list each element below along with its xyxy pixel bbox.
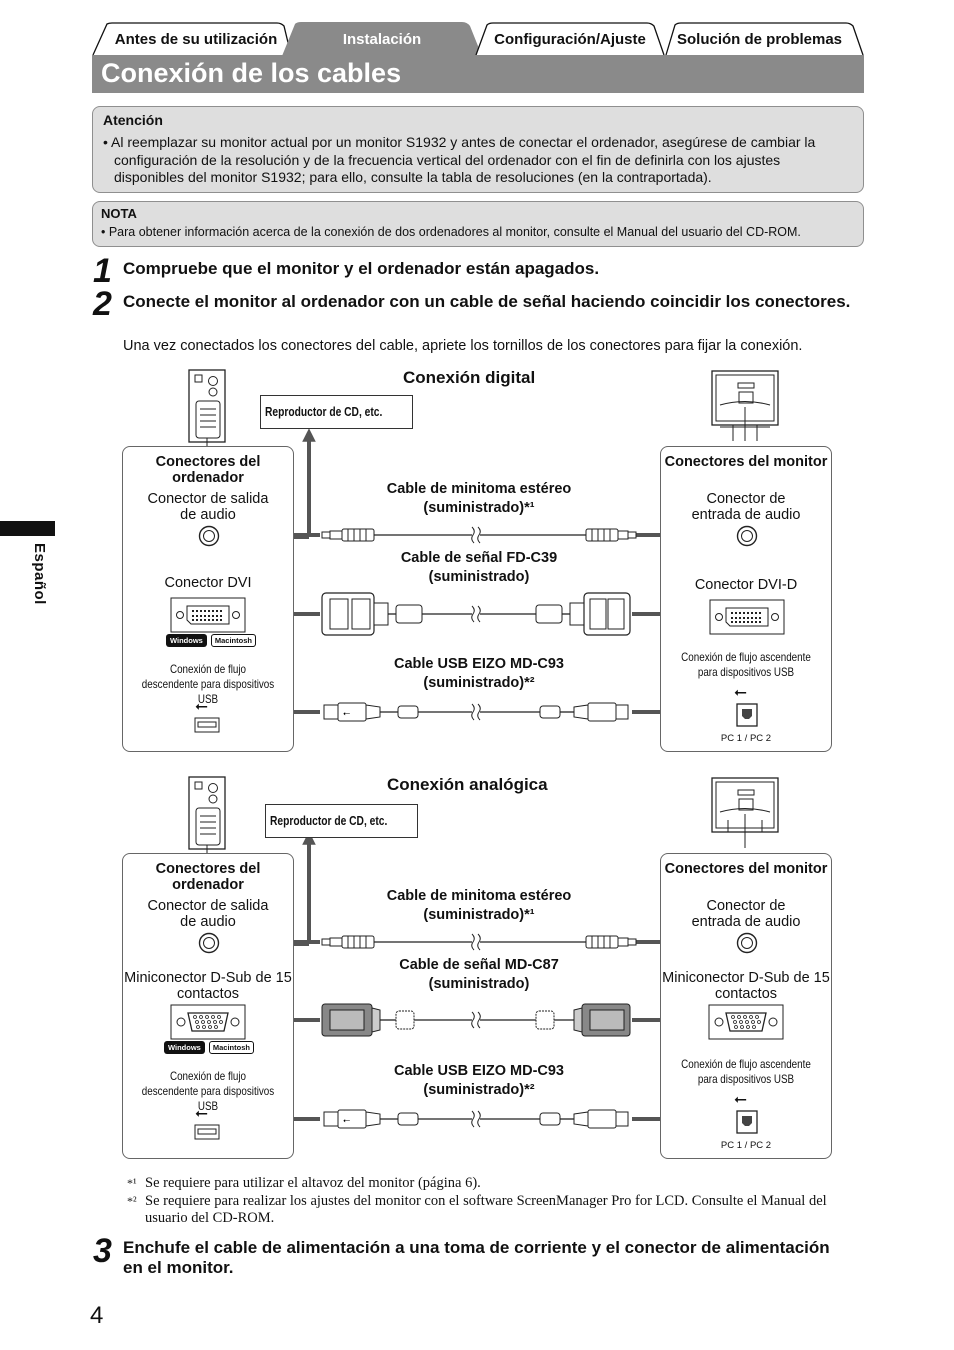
monitor-audio-label: Conector de entrada de audio <box>691 491 801 523</box>
page-number: 4 <box>90 1302 104 1329</box>
cd-player-label: Reproductor de CD, etc. <box>265 804 419 838</box>
language-label: Español <box>31 543 48 605</box>
dvi-cable-icon <box>267 592 687 636</box>
monitor-connectors-heading: Conectores del monitor <box>664 861 828 877</box>
usb-a-port-icon <box>194 717 220 733</box>
pc1-pc2-label: PC 1 / PC 2 <box>720 1140 772 1151</box>
audio-cable-icon <box>267 526 687 544</box>
pc-video-label: Miniconector D-Sub de 15 contactos <box>124 970 292 1002</box>
monitor-back-icon <box>711 370 779 441</box>
step-2-number: 2 <box>93 285 112 323</box>
usb-symbol-icon: ⭠ <box>734 684 747 701</box>
pc-tower-icon <box>188 369 226 449</box>
cd-player-label: Reproductor de CD, etc. <box>260 395 414 429</box>
digital-title: Conexión digital <box>403 368 536 387</box>
usb-cable-icon: ⭠ <box>267 702 687 722</box>
tab-antes[interactable]: Antes de su utilización <box>92 22 292 56</box>
step-1-number: 1 <box>93 252 112 290</box>
usb-cable-label: Cable USB EIZO MD-C93 (suministrado)*² <box>394 656 564 691</box>
audio-cable-label: Cable de minitoma estéreo (suministrado)… <box>386 888 572 923</box>
audio-jack-icon <box>198 525 220 547</box>
dsub-cable-label: Cable de señal MD-C87 (suministrado) <box>399 957 559 992</box>
usb-symbol-icon: ⭠ <box>195 1105 208 1122</box>
analog-title: Conexión analógica <box>387 775 548 794</box>
dsub-cable-icon <box>267 1003 687 1037</box>
tab-instalacion[interactable]: Instalación <box>282 22 482 56</box>
usb-b-port-icon <box>736 703 758 727</box>
tab-configuracion[interactable]: Configuración/Ajuste <box>475 22 665 56</box>
audio-jack-icon <box>198 932 220 954</box>
svg-text:⭠: ⭠ <box>343 1116 350 1126</box>
page-title: Conexión de los cables <box>101 58 402 88</box>
digital-connection-diagram: ⭠ Reproductor de CD, etc. Conexión digit… <box>0 365 954 765</box>
note-text: • Para obtener información acerca de la … <box>101 225 801 239</box>
note-heading: NOTA <box>101 206 137 221</box>
step-2-subtext: Una vez conectados los conectores del ca… <box>123 338 803 354</box>
monitor-usb-label: Conexión de flujo ascendente para dispos… <box>681 1057 811 1086</box>
step-3-text: Enchufe el cable de alimentación a una t… <box>123 1238 830 1277</box>
dvi-cable-label: Cable de señal FD-C39 (suministrado) <box>400 550 558 585</box>
usb-b-port-icon <box>736 1110 758 1134</box>
macintosh-badge: Macintosh <box>208 1041 254 1054</box>
step-1-text: Compruebe que el monitor y el ordenador … <box>123 259 600 278</box>
pc-audio-label: Conector de salida de audio <box>147 898 269 930</box>
audio-jack-icon <box>736 525 758 547</box>
monitor-audio-label: Conector de entrada de audio <box>691 898 801 930</box>
dsub-port-icon <box>170 1004 246 1040</box>
step-3-number: 3 <box>93 1232 112 1270</box>
pc-connectors-heading: Conectores del ordenador <box>155 861 261 893</box>
pc1-pc2-label: PC 1 / PC 2 <box>720 733 772 744</box>
dvi-d-port-icon <box>709 599 785 635</box>
side-tab-marker <box>0 521 55 536</box>
svg-text:⭠: ⭠ <box>343 709 350 719</box>
attention-heading: Atención <box>103 112 163 128</box>
title-bar: Conexión de los cables <box>92 55 864 93</box>
pc-video-label: Conector DVI <box>164 575 252 591</box>
monitor-connectors-heading: Conectores del monitor <box>664 454 828 470</box>
pc-usb-label: Conexión de flujo descendente para dispo… <box>141 1069 275 1113</box>
pc-tower-icon <box>188 776 226 856</box>
note-box: NOTA • Para obtener información acerca d… <box>92 201 864 247</box>
monitor-connectors-panel: Conectores del monitor Conector de entra… <box>660 853 832 1159</box>
pc-connectors-panel: Conectores del ordenador Conector de sal… <box>122 853 294 1159</box>
usb-symbol-icon: ⭠ <box>734 1091 747 1108</box>
usb-cable-icon: ⭠ <box>267 1109 687 1129</box>
audio-jack-icon <box>736 932 758 954</box>
monitor-video-label: Conector DVI-D <box>694 577 798 593</box>
section-tabs: Antes de su utilización Instalación Conf… <box>92 22 864 56</box>
monitor-back-icon <box>711 777 779 848</box>
monitor-usb-label: Conexión de flujo ascendente para dispos… <box>681 650 811 679</box>
monitor-connectors-panel: Conectores del monitor Conector de entra… <box>660 446 832 752</box>
pc-audio-label: Conector de salida de audio <box>147 491 269 523</box>
usb-symbol-icon: ⭠ <box>195 698 208 715</box>
pc-usb-label: Conexión de flujo descendente para dispo… <box>141 662 275 706</box>
attention-text: • Al reemplazar su monitor actual por un… <box>103 134 816 185</box>
tab-solucion[interactable]: Solución de problemas <box>665 22 864 56</box>
analog-connection-diagram: ⭠ Reproductor de CD, etc. Conexión analó… <box>0 772 954 1172</box>
pc-connectors-panel: Conectores del ordenador Conector de sal… <box>122 446 294 752</box>
dsub-port-icon <box>708 1004 784 1040</box>
attention-box: Atención • Al reemplazar su monitor actu… <box>92 106 864 193</box>
audio-cable-label: Cable de minitoma estéreo (suministrado)… <box>386 481 572 516</box>
usb-cable-label: Cable USB EIZO MD-C93 (suministrado)*² <box>394 1063 564 1098</box>
pc-connectors-heading: Conectores del ordenador <box>155 454 261 486</box>
monitor-video-label: Miniconector D-Sub de 15 contactos <box>662 970 830 1002</box>
macintosh-badge: Macintosh <box>210 634 256 647</box>
audio-cable-icon <box>267 933 687 951</box>
step-2-text: Conecte el monitor al ordenador con un c… <box>123 292 851 311</box>
windows-badge: Windows <box>164 1041 205 1054</box>
dvi-port-icon <box>170 597 246 633</box>
windows-badge: Windows <box>166 634 207 647</box>
usb-a-port-icon <box>194 1124 220 1140</box>
